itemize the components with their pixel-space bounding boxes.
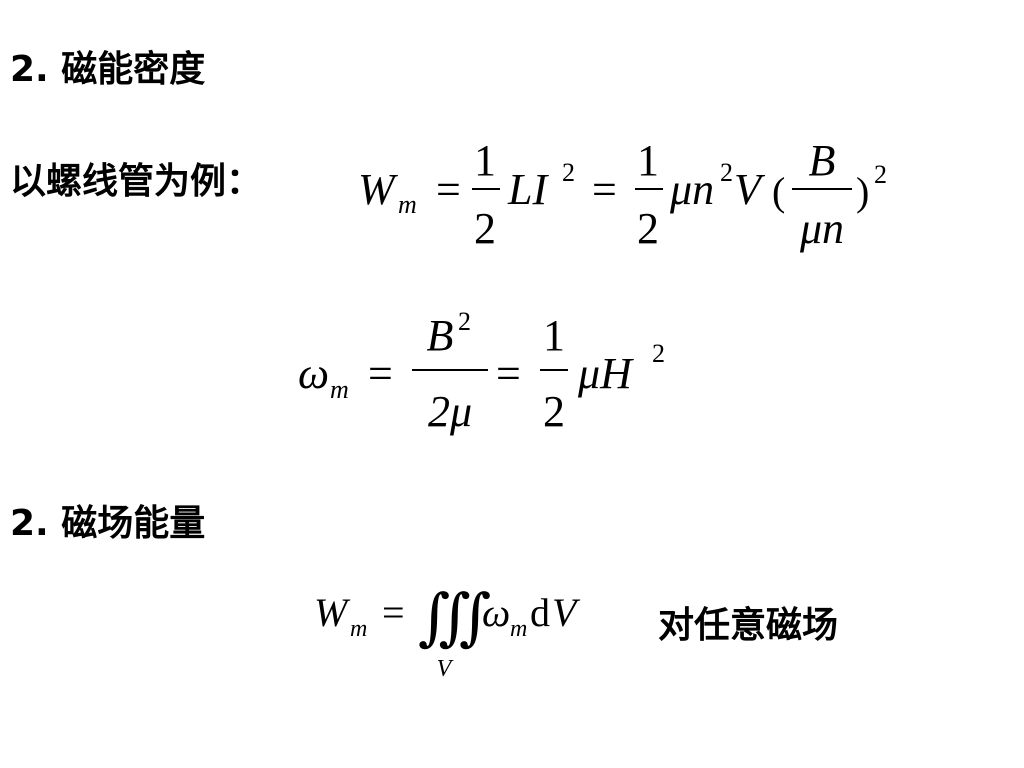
eq3-diff-d: d	[530, 590, 550, 635]
eq3-diff-v: V	[552, 590, 581, 635]
eq1-term2-v: V	[734, 165, 766, 214]
eq3-integrand-sub: m	[510, 616, 527, 642]
equation-solenoid-energy: W m = 1 2 LI 2 = 1 2 μn 2 V ( B μn ) 2	[358, 136, 887, 253]
equation-energy-density: ω m = B 2 2μ = 1 2 μH 2	[298, 307, 665, 436]
eq1-equals-2: =	[592, 165, 617, 214]
eq1-frac1-num: 1	[474, 136, 496, 185]
heading-magnetic-field-energy: 2. 磁场能量	[10, 503, 206, 544]
eq1-lhs-sub: m	[398, 190, 417, 219]
eq2-frac1-num-b: B	[427, 311, 454, 360]
eq2-equals-2: =	[496, 349, 521, 398]
eq1-term2-sup: 2	[720, 158, 733, 187]
eq2-term-sup: 2	[652, 339, 665, 368]
eq2-lhs-omega: ω	[298, 349, 329, 398]
note-any-magnetic-field: 对任意磁场	[658, 605, 839, 646]
eq1-term1-sup: 2	[562, 158, 575, 187]
eq2-frac1-num-sup: 2	[458, 307, 471, 336]
eq3-lhs-sub: m	[350, 616, 367, 642]
eq3-lhs-w: W	[314, 590, 351, 635]
eq1-inner-num-b: B	[809, 136, 836, 185]
eq1-equals-1: =	[436, 165, 461, 214]
eq1-term1: LI	[507, 165, 549, 214]
eq1-paren-open: (	[772, 169, 785, 214]
eq3-triple-integral-icon: ∭	[418, 584, 491, 652]
eq2-frac1-den: 2μ	[428, 387, 472, 436]
eq2-frac2-num: 1	[543, 311, 565, 360]
eq1-frac2-num: 1	[637, 136, 659, 185]
eq1-frac2-den: 2	[637, 204, 659, 253]
eq1-outer-sup: 2	[874, 160, 887, 189]
eq2-frac2-den: 2	[543, 387, 565, 436]
heading-magnetic-energy-density: 2. 磁能密度	[10, 49, 206, 90]
eq2-term-muh: μH	[577, 349, 634, 398]
eq1-lhs-w: W	[358, 165, 398, 214]
eq3-integrand-omega: ω	[482, 590, 510, 635]
eq2-lhs-sub: m	[330, 375, 349, 404]
eq1-inner-den: μn	[799, 204, 844, 253]
lead-text-solenoid-example: 以螺线管为例：	[10, 161, 263, 202]
eq2-equals-1: =	[368, 349, 393, 398]
eq3-integral-sub: V	[437, 656, 454, 682]
eq3-equals: =	[382, 590, 405, 635]
eq1-paren-close: )	[856, 169, 869, 214]
eq1-term2-mun: μn	[669, 165, 714, 214]
eq1-frac1-den: 2	[474, 204, 496, 253]
equation-total-field-energy: W m = ∭ V ω m d V	[314, 584, 581, 682]
